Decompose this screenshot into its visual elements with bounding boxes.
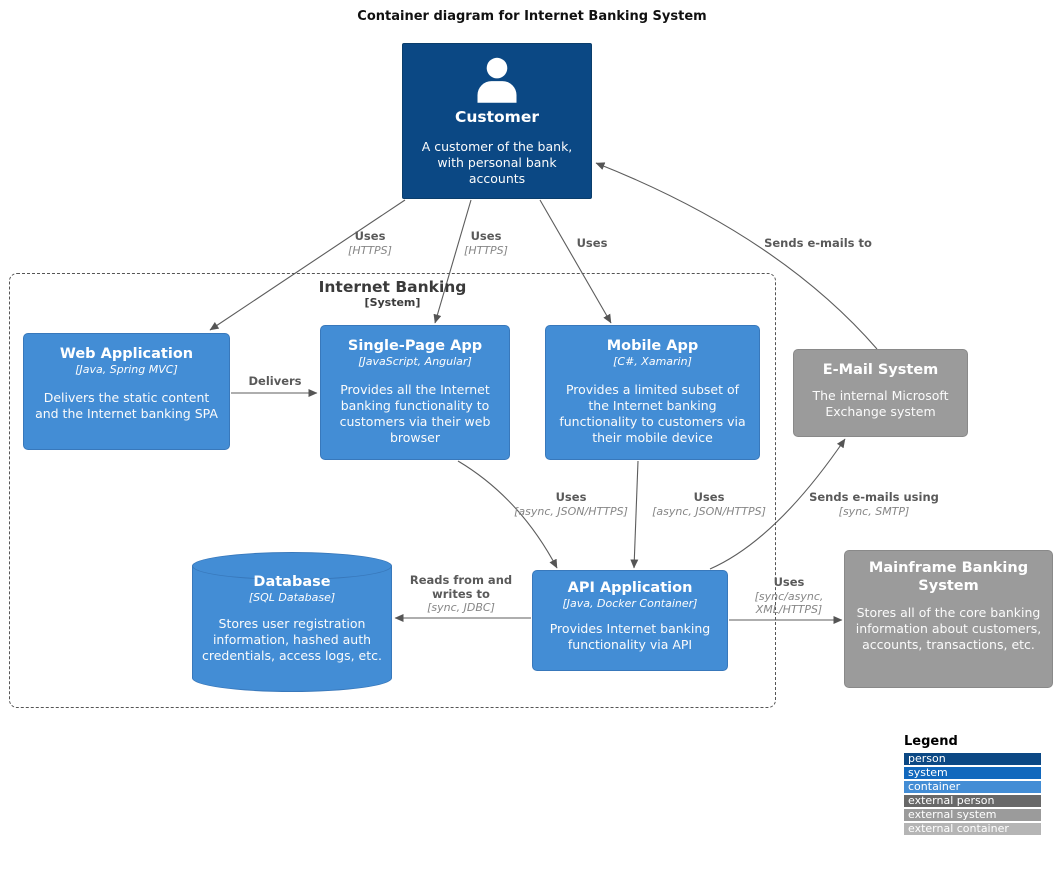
rel-label-web-app-spa: Delivers bbox=[248, 374, 302, 389]
node-email-system: E-Mail System The internal Microsoft Exc… bbox=[793, 349, 968, 437]
node-database: Database [SQL Database] Stores user regi… bbox=[192, 552, 392, 692]
boundary-internet-banking: Internet Banking [System] bbox=[9, 273, 776, 708]
rel-label-customer-web-app: Uses [HTTPS] bbox=[348, 229, 392, 257]
legend-row-external-system: external system bbox=[904, 809, 1041, 821]
node-web-application: Web Application [Java, Spring MVC] Deliv… bbox=[23, 333, 230, 450]
rel-label-spa-api: Uses [async, JSON/HTTPS] bbox=[514, 490, 628, 518]
edge-mobile-api bbox=[630, 460, 639, 569]
rel-label-email-customer: Sends e-mails to bbox=[764, 236, 872, 251]
rel-tech: [HTTPS] bbox=[464, 243, 508, 257]
rel-label-api-email: Sends e-mails using [sync, SMTP] bbox=[809, 490, 939, 518]
rel-name: Uses bbox=[555, 490, 587, 504]
rel-label-mobile-api: Uses [async, JSON/HTTPS] bbox=[652, 490, 766, 518]
node-title: Mobile App bbox=[606, 338, 699, 354]
node-title: Customer bbox=[454, 108, 539, 126]
legend-title: Legend bbox=[904, 734, 958, 749]
rel-name: Uses bbox=[354, 229, 386, 243]
rel-label-customer-spa: Uses [HTTPS] bbox=[464, 229, 508, 257]
node-tech: [Java, Spring MVC] bbox=[75, 363, 178, 376]
node-title: API Application bbox=[567, 580, 693, 596]
node-mobile-app: Mobile App [C#, Xamarin] Provides a limi… bbox=[545, 325, 760, 460]
rel-tech: [sync/async, XML/HTTPS] bbox=[754, 589, 824, 617]
node-single-page-app: Single-Page App [JavaScript, Angular] Pr… bbox=[320, 325, 510, 460]
boundary-label: Internet Banking [System] bbox=[10, 278, 775, 309]
database-cylinder-top bbox=[192, 552, 392, 580]
node-tech: [C#, Xamarin] bbox=[613, 355, 692, 368]
rel-tech: [async, JSON/HTTPS] bbox=[652, 504, 766, 518]
legend-row-system: system bbox=[904, 767, 1041, 779]
legend: Legend person system container external … bbox=[904, 734, 1041, 837]
person-icon bbox=[477, 57, 517, 103]
edge-api-email bbox=[709, 438, 846, 570]
node-customer: Customer A customer of the bank, with pe… bbox=[402, 43, 592, 199]
node-desc: A customer of the bank, with personal ba… bbox=[421, 139, 573, 186]
rel-name: Uses bbox=[576, 236, 608, 250]
boundary-type: [System] bbox=[364, 296, 421, 309]
node-mainframe-banking-system: Mainframe Banking System Stores all of t… bbox=[844, 550, 1053, 688]
rel-name: Uses bbox=[693, 490, 725, 504]
rel-tech: [sync, JDBC] bbox=[427, 601, 495, 614]
rel-name: Uses bbox=[773, 575, 805, 589]
rel-name: Sends e-mails to bbox=[764, 236, 872, 250]
rel-name: Sends e-mails using bbox=[809, 490, 939, 504]
node-desc: Provides Internet banking functionality … bbox=[549, 621, 711, 652]
node-tech: [JavaScript, Angular] bbox=[358, 355, 472, 368]
legend-row-external-container: external container bbox=[904, 823, 1041, 835]
rel-name: Reads from and writes to bbox=[409, 573, 513, 601]
node-title: Single-Page App bbox=[347, 338, 483, 354]
rel-tech: [HTTPS] bbox=[348, 243, 392, 257]
rel-name: Uses bbox=[470, 229, 502, 243]
node-desc: Stores all of the core banking informati… bbox=[855, 605, 1042, 652]
rel-name: Delivers bbox=[248, 374, 302, 388]
node-desc: Provides a limited subset of the Interne… bbox=[559, 382, 746, 445]
node-desc: Stores user registration information, ha… bbox=[202, 616, 382, 663]
edge-email-customer bbox=[595, 162, 878, 350]
boundary-name: Internet Banking bbox=[318, 278, 467, 296]
edge-customer-web-app bbox=[209, 199, 406, 331]
legend-row-external-person: external person bbox=[904, 795, 1041, 807]
database-cylinder-body bbox=[192, 566, 392, 678]
edge-customer-spa bbox=[433, 199, 472, 324]
node-title: Database bbox=[253, 574, 331, 590]
rel-label-customer-mobile: Uses bbox=[576, 236, 608, 251]
node-tech: [Java, Docker Container] bbox=[562, 597, 698, 610]
node-api-application: API Application [Java, Docker Container]… bbox=[532, 570, 728, 671]
rel-tech: [async, JSON/HTTPS] bbox=[514, 504, 628, 518]
node-desc: The internal Microsoft Exchange system bbox=[812, 388, 949, 419]
node-title: Web Application bbox=[59, 346, 194, 362]
node-desc: Provides all the Internet banking functi… bbox=[339, 382, 491, 445]
node-desc: Delivers the static content and the Inte… bbox=[35, 390, 218, 421]
rel-tech: [sync, SMTP] bbox=[838, 504, 910, 518]
rel-label-api-mainframe: Uses [sync/async, XML/HTTPS] bbox=[747, 575, 831, 617]
diagram-title: Container diagram for Internet Banking S… bbox=[357, 9, 707, 24]
edge-spa-api bbox=[457, 460, 558, 569]
rel-label-api-database: Reads from and writes to [sync, JDBC] bbox=[409, 573, 514, 615]
node-title: Mainframe Banking System bbox=[868, 560, 1029, 594]
legend-row-person: person bbox=[904, 753, 1041, 765]
legend-row-container: container bbox=[904, 781, 1041, 793]
node-title: E-Mail System bbox=[822, 362, 939, 378]
edge-customer-mobile bbox=[539, 199, 612, 324]
node-tech: [SQL Database] bbox=[248, 591, 336, 604]
